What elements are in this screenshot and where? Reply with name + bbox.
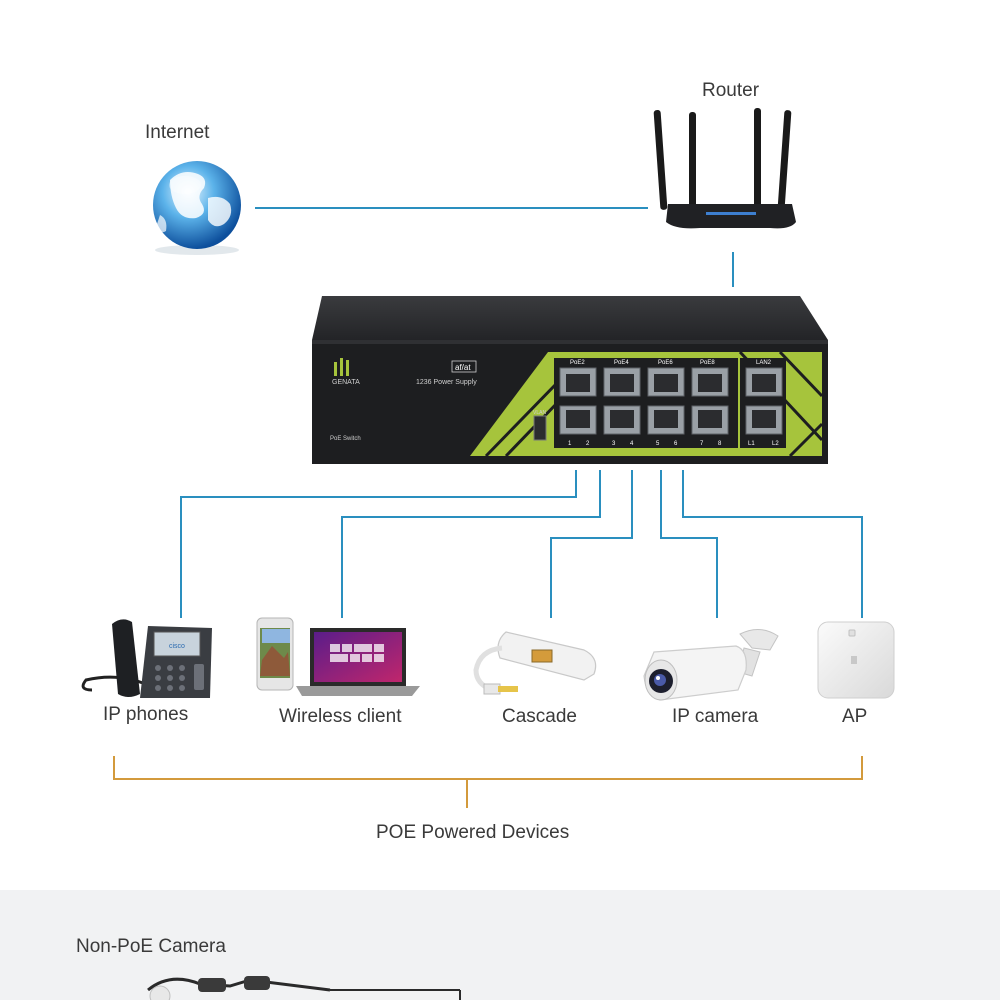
link-switch-cascade [550,470,633,618]
port-label-l2: L2 [772,441,779,447]
port-label-poe4: PoE4 [614,360,629,366]
link-switch-ap [682,470,863,618]
port-label-l1: L1 [748,441,755,447]
switch-standard: af/at [455,363,471,372]
cascade-label: Cascade [502,706,577,727]
brand-logo [334,358,349,376]
poe-group-label: POE Powered Devices [376,822,570,843]
port-label-4: 4 [630,441,634,447]
router-icon [653,108,796,229]
ip-camera-label: IP camera [672,706,759,727]
laptop-phone-icon [256,617,420,696]
globe-icon [153,161,241,255]
desk-phone-icon: cisco [81,619,212,698]
switch-brand: GENATA [332,379,360,386]
wireless-client-label: Wireless client [279,706,402,727]
access-point-icon [817,621,895,699]
port-label-3: 3 [612,441,616,447]
port-label-poe6: PoE6 [658,360,673,366]
poe-splitter-icon [473,631,597,695]
connection-lines [180,207,863,618]
port-label-lan2: LAN2 [756,360,772,366]
link-switch-ip-phones [180,470,577,618]
port-label-1: 1 [568,441,572,447]
port-label-7: 7 [700,441,704,447]
poe-group-bracket [113,756,863,808]
link-switch-ip-camera [660,470,718,618]
non-poe-camera-title: Non-PoE Camera [76,936,226,957]
ip-phones-label: IP phones [103,704,189,725]
poe-switch-icon: GENATA af/at 1236 Power Supply PoE Switc… [312,296,828,464]
switch-power: 1236 Power Supply [416,379,477,386]
port-label-5: 5 [656,441,660,447]
switch-vlan-label: VLAN [533,410,546,416]
svg-text:cisco: cisco [169,643,185,650]
port-label-6: 6 [674,441,678,447]
port-label-poe2: PoE2 [570,360,585,366]
non-poe-camera-cable-icon [147,976,461,1000]
internet-label: Internet [145,122,210,143]
port-label-poe8: PoE8 [700,360,715,366]
port-label-8: 8 [718,441,722,447]
ap-label: AP [842,706,868,727]
link-switch-wireless-client [341,470,601,618]
switch-model: PoE Switch [330,436,361,442]
bullet-camera-icon [643,629,779,701]
router-label: Router [702,80,760,101]
port-label-2: 2 [586,441,590,447]
